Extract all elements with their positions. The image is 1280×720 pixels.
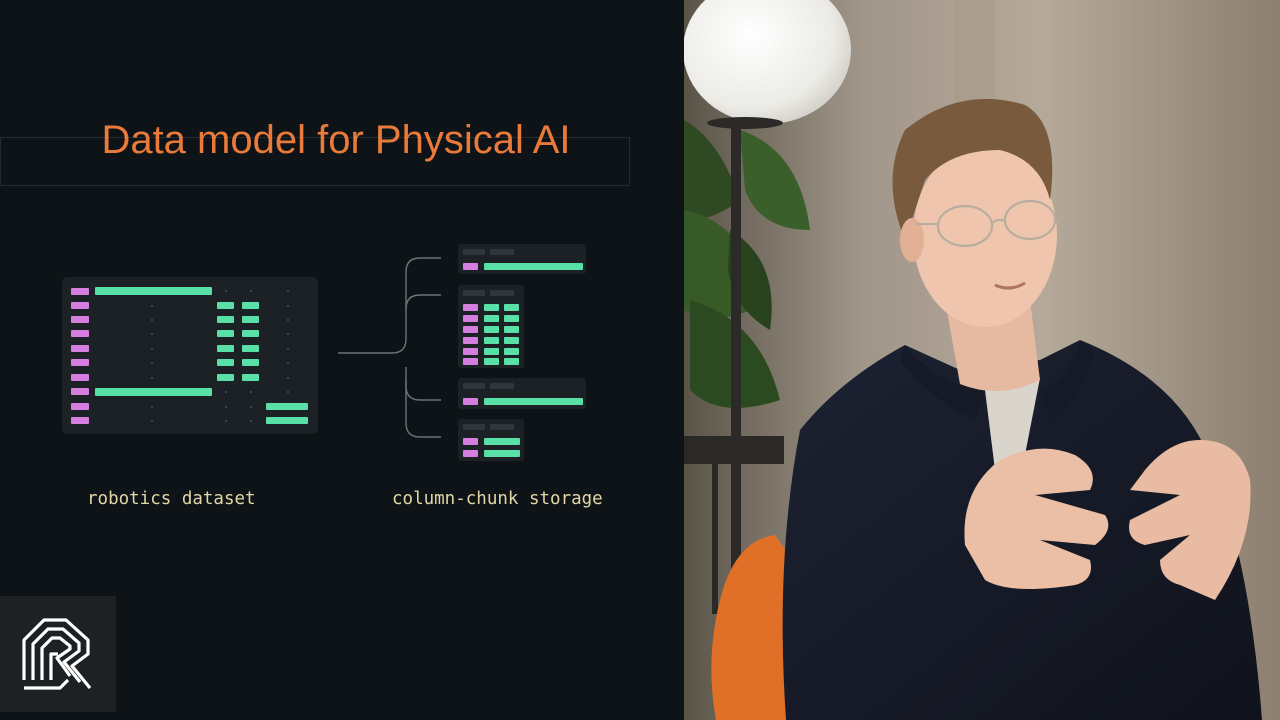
speaker-scene [684, 0, 1280, 720]
logo-badge [0, 596, 116, 712]
speaker [782, 98, 1262, 720]
orange-chair [711, 535, 800, 720]
diagram [62, 244, 586, 461]
column-chunk-storage-label: column-chunk storage [392, 489, 603, 509]
title-frame [0, 137, 630, 186]
robotics-dataset-table [62, 277, 318, 434]
robotics-dataset-label: robotics dataset [87, 489, 256, 509]
right-hand [1129, 440, 1251, 600]
presentation-slide: Data model for Physical AI [0, 118, 630, 712]
glasses [916, 199, 1057, 248]
floor-lamp [684, 0, 851, 600]
chunk-1 [458, 244, 586, 274]
rerun-logo-icon [22, 618, 92, 690]
hair [892, 98, 1053, 240]
chunk-4 [458, 419, 524, 461]
chunk-2 [458, 285, 524, 368]
left-hand [964, 448, 1109, 589]
brace-connector [338, 257, 441, 438]
slide-title: Data model for Physical AI [101, 118, 571, 162]
chunk-3 [458, 378, 586, 409]
speaker-video [684, 0, 1280, 720]
empty-cell-dots [151, 290, 289, 422]
data-cells [95, 287, 308, 424]
index-column [71, 288, 89, 424]
